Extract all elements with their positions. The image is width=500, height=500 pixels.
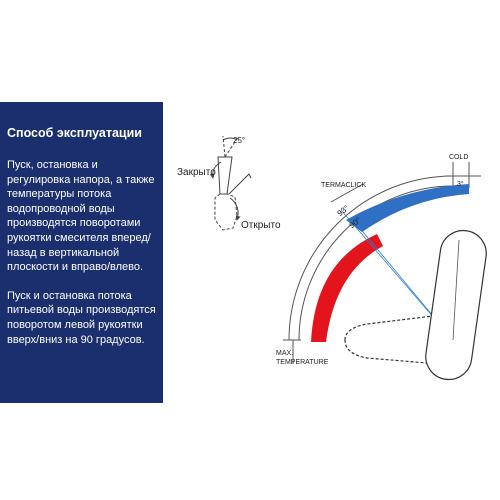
angle-25-label: 25°: [233, 136, 245, 145]
cold-angle-label: 3°: [457, 180, 464, 188]
instructions-paragraph-2: Пуск и остановка потока питьевой воды пр…: [7, 289, 156, 346]
temperature-label: TEMPERATURE: [276, 359, 329, 366]
cold-band: [346, 184, 469, 232]
outer-arc: [288, 175, 454, 341]
cold-label: COLD: [449, 154, 468, 161]
mixer-operation-diagram: 25° Закрыто Открыто 93° 90°: [163, 102, 500, 403]
handle-base: [344, 315, 440, 365]
mixer-handle: [344, 229, 487, 381]
closed-label: Закрыто: [177, 167, 216, 178]
angle-93-label: 93°: [336, 203, 351, 218]
instructions-paragraph-1: Пуск, остановка и регулировка напора, а …: [7, 159, 155, 274]
handle-lever: [425, 229, 487, 381]
dimension-arcs: [283, 162, 481, 364]
hot-band: [311, 234, 383, 342]
lever-detail: [209, 135, 252, 231]
inner-arc: [298, 185, 454, 341]
instructions-panel: Способ эксплуатации Пуск, остановка и ре…: [0, 102, 163, 403]
panel-title: Способ эксплуатации: [7, 126, 142, 140]
max-label: MAX.: [276, 350, 293, 357]
open-label: Открыто: [241, 220, 281, 231]
termaclick-label: TERMACLICK: [321, 182, 366, 189]
